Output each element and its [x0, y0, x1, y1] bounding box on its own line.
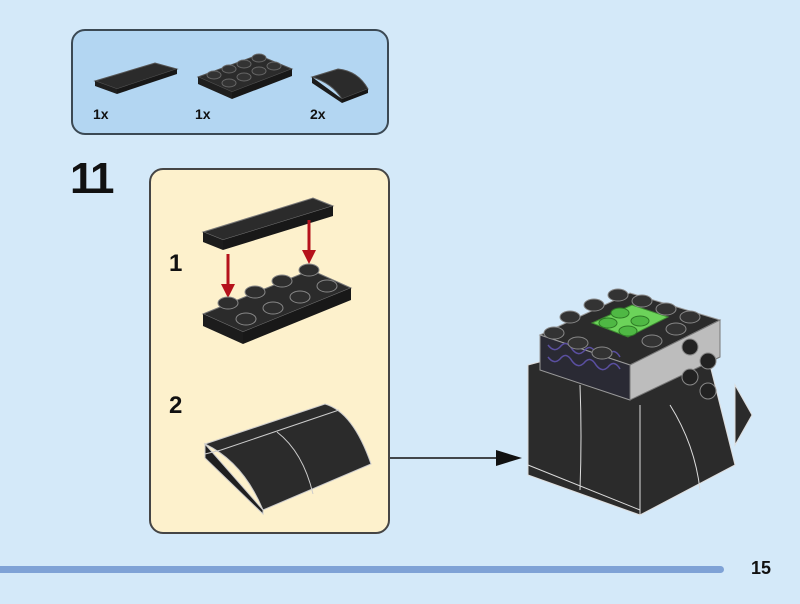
substep-2-illustration: [203, 403, 372, 516]
part-tile-1x4: [93, 62, 179, 94]
step-number: 11: [70, 154, 114, 203]
result-arrow: [390, 450, 522, 466]
part-slope-curved-2x2: [310, 68, 369, 103]
placement-arrow: [221, 254, 235, 298]
part-quantity: 1x: [93, 106, 109, 122]
parts-list-callout: 1x 1x 2x: [71, 29, 389, 135]
page-progress-bar: [0, 566, 724, 573]
subassembly-callout: 1 2: [149, 168, 390, 534]
page-number: 15: [751, 558, 772, 578]
part-quantity: 2x: [310, 106, 326, 122]
substep-number: 2: [169, 392, 183, 419]
part-plate-2x4: [196, 53, 294, 99]
placement-arrow: [302, 220, 316, 264]
substep-number: 1: [169, 250, 183, 277]
main-model-illustration: [527, 288, 753, 516]
substep-1-illustration: [201, 197, 353, 344]
part-quantity: 1x: [195, 106, 211, 122]
